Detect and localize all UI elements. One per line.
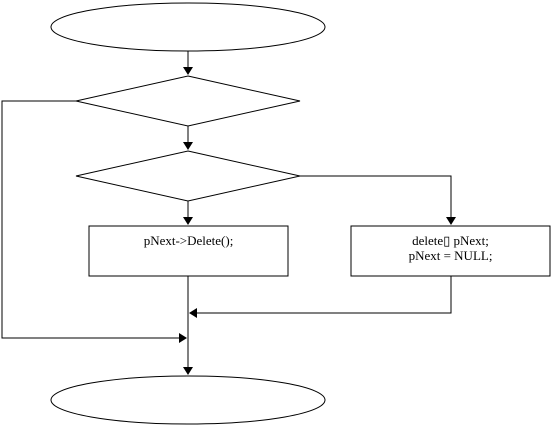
decision-1 [75,75,301,127]
connector-decision-1-bypass [1,100,187,343]
start-terminal [50,2,326,52]
process-right-line-1: delete▯ pNext; [412,233,489,248]
end-terminal [50,375,326,425]
connector-right-process-to-merge [189,276,452,318]
process-right-label: delete▯ pNext; pNext = NULL; [351,233,550,263]
process-right-box [350,225,551,277]
process-left-text: pNext->Delete(); [143,233,234,248]
process-left-label: pNext->Delete(); [89,233,288,248]
process-left-box [88,225,289,277]
process-right-line-2: pNext = NULL; [408,248,493,263]
decision-2 [75,150,301,202]
connector-decision-2-to-right-process [300,175,456,225]
